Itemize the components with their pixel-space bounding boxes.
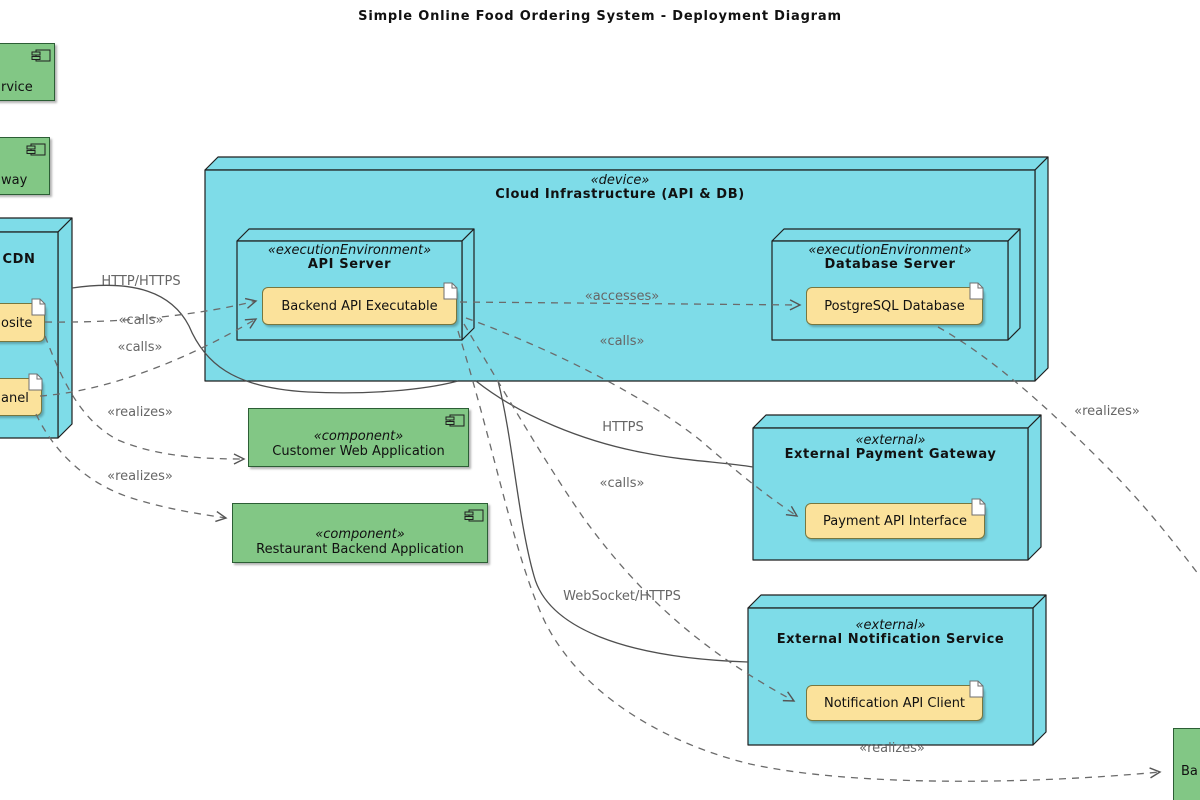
api-server-stereotype: «executionEnvironment» — [267, 243, 432, 258]
edge-label-realizes-3: «realizes» — [1074, 404, 1140, 419]
component-stereotype: «component» — [315, 527, 405, 542]
artifact-notification-api-client: Notification API Client — [806, 680, 984, 721]
edge-label-realizes-4: «realizes» — [859, 741, 925, 756]
payment-gateway-header: «external» External Payment Gateway — [753, 434, 1028, 462]
artifact-cut-panel: anel — [0, 373, 43, 416]
component-label-fragment: Ba — [1181, 764, 1198, 779]
artifact-icon — [971, 498, 986, 520]
edge-label-calls-4: «calls» — [599, 476, 645, 491]
cloud-stereotype: «device» — [590, 173, 650, 188]
db-server-header: «executionEnvironment» Database Server — [772, 244, 1008, 272]
component-box-customer-web-application: «component» Customer Web Application — [248, 408, 469, 467]
component-name: Restaurant Backend Application — [256, 542, 464, 557]
artifact-icon — [969, 680, 984, 702]
artifact-label: Backend API Executable — [281, 298, 438, 314]
edge-label-websocket-https: WebSocket/HTTPS — [563, 589, 681, 604]
component-box-cut-backend: Ba — [1173, 728, 1200, 800]
component-icon — [31, 48, 51, 67]
artifact-icon — [31, 298, 46, 320]
component-box-restaurant-backend-application: «component» Restaurant Backend Applicati… — [232, 503, 488, 563]
edge-label-accesses: «accesses» — [584, 289, 660, 304]
edge-label-https: HTTPS — [602, 420, 644, 435]
notification-service-stereotype: «external» — [855, 618, 926, 633]
notification-service-name: External Notification Service — [776, 632, 1005, 647]
artifact-postgresql-database: PostgreSQL Database — [806, 282, 984, 325]
edge-label-realizes-2: «realizes» — [107, 469, 173, 484]
cdn-node-name: CDN — [2, 252, 36, 267]
notification-service-header: «external» External Notification Service — [748, 619, 1033, 647]
db-server-name: Database Server — [824, 257, 956, 272]
component-box-cut-gateway: way — [0, 137, 50, 195]
cloud-node-header: «device» Cloud Infrastructure (API & DB) — [205, 174, 1035, 202]
component-box-cut-service: rvice — [0, 43, 55, 101]
edge-label-realizes-1: «realizes» — [107, 405, 173, 420]
payment-gateway-stereotype: «external» — [855, 433, 926, 448]
payment-gateway-name: External Payment Gateway — [784, 447, 997, 462]
artifact-label: Payment API Interface — [823, 513, 967, 529]
artifact-label: PostgreSQL Database — [824, 298, 965, 314]
edge-label-calls-3: «calls» — [599, 334, 645, 349]
component-icon — [464, 508, 484, 527]
edge-realizes-restaurant-app — [35, 413, 228, 523]
edge-label-calls-2: «calls» — [117, 340, 163, 355]
component-label-fragment: way — [1, 173, 28, 188]
artifact-cut-website: osite — [0, 298, 46, 342]
artifact-backend-api-executable: Backend API Executable — [262, 282, 458, 325]
api-server-header: «executionEnvironment» API Server — [237, 244, 462, 272]
artifact-label: Notification API Client — [823, 695, 966, 711]
component-icon — [445, 413, 465, 432]
artifact-icon — [28, 373, 43, 395]
component-label-fragment: rvice — [1, 80, 33, 95]
diagram-title: Simple Online Food Ordering System - Dep… — [358, 9, 842, 24]
artifact-payment-api-interface: Payment API Interface — [805, 498, 986, 539]
api-server-name: API Server — [307, 257, 392, 272]
dashed-edges — [35, 297, 1200, 782]
edge-label-calls-1: «calls» — [118, 313, 164, 328]
communication-paths — [71, 284, 754, 663]
edge-calls-panel-backend — [39, 318, 258, 397]
edge-label-http-https: HTTP/HTTPS — [101, 274, 181, 289]
artifact-label-fragment: osite — [1, 316, 33, 331]
artifact-icon — [969, 282, 984, 304]
cloud-name: Cloud Infrastructure (API & DB) — [495, 187, 745, 202]
component-name: Customer Web Application — [272, 444, 445, 459]
component-icon — [26, 142, 46, 161]
artifact-icon — [443, 282, 458, 304]
artifact-label-fragment: anel — [1, 391, 29, 406]
component-stereotype: «component» — [313, 429, 404, 444]
edge-calls-notification — [463, 323, 796, 702]
db-server-stereotype: «executionEnvironment» — [808, 243, 972, 258]
